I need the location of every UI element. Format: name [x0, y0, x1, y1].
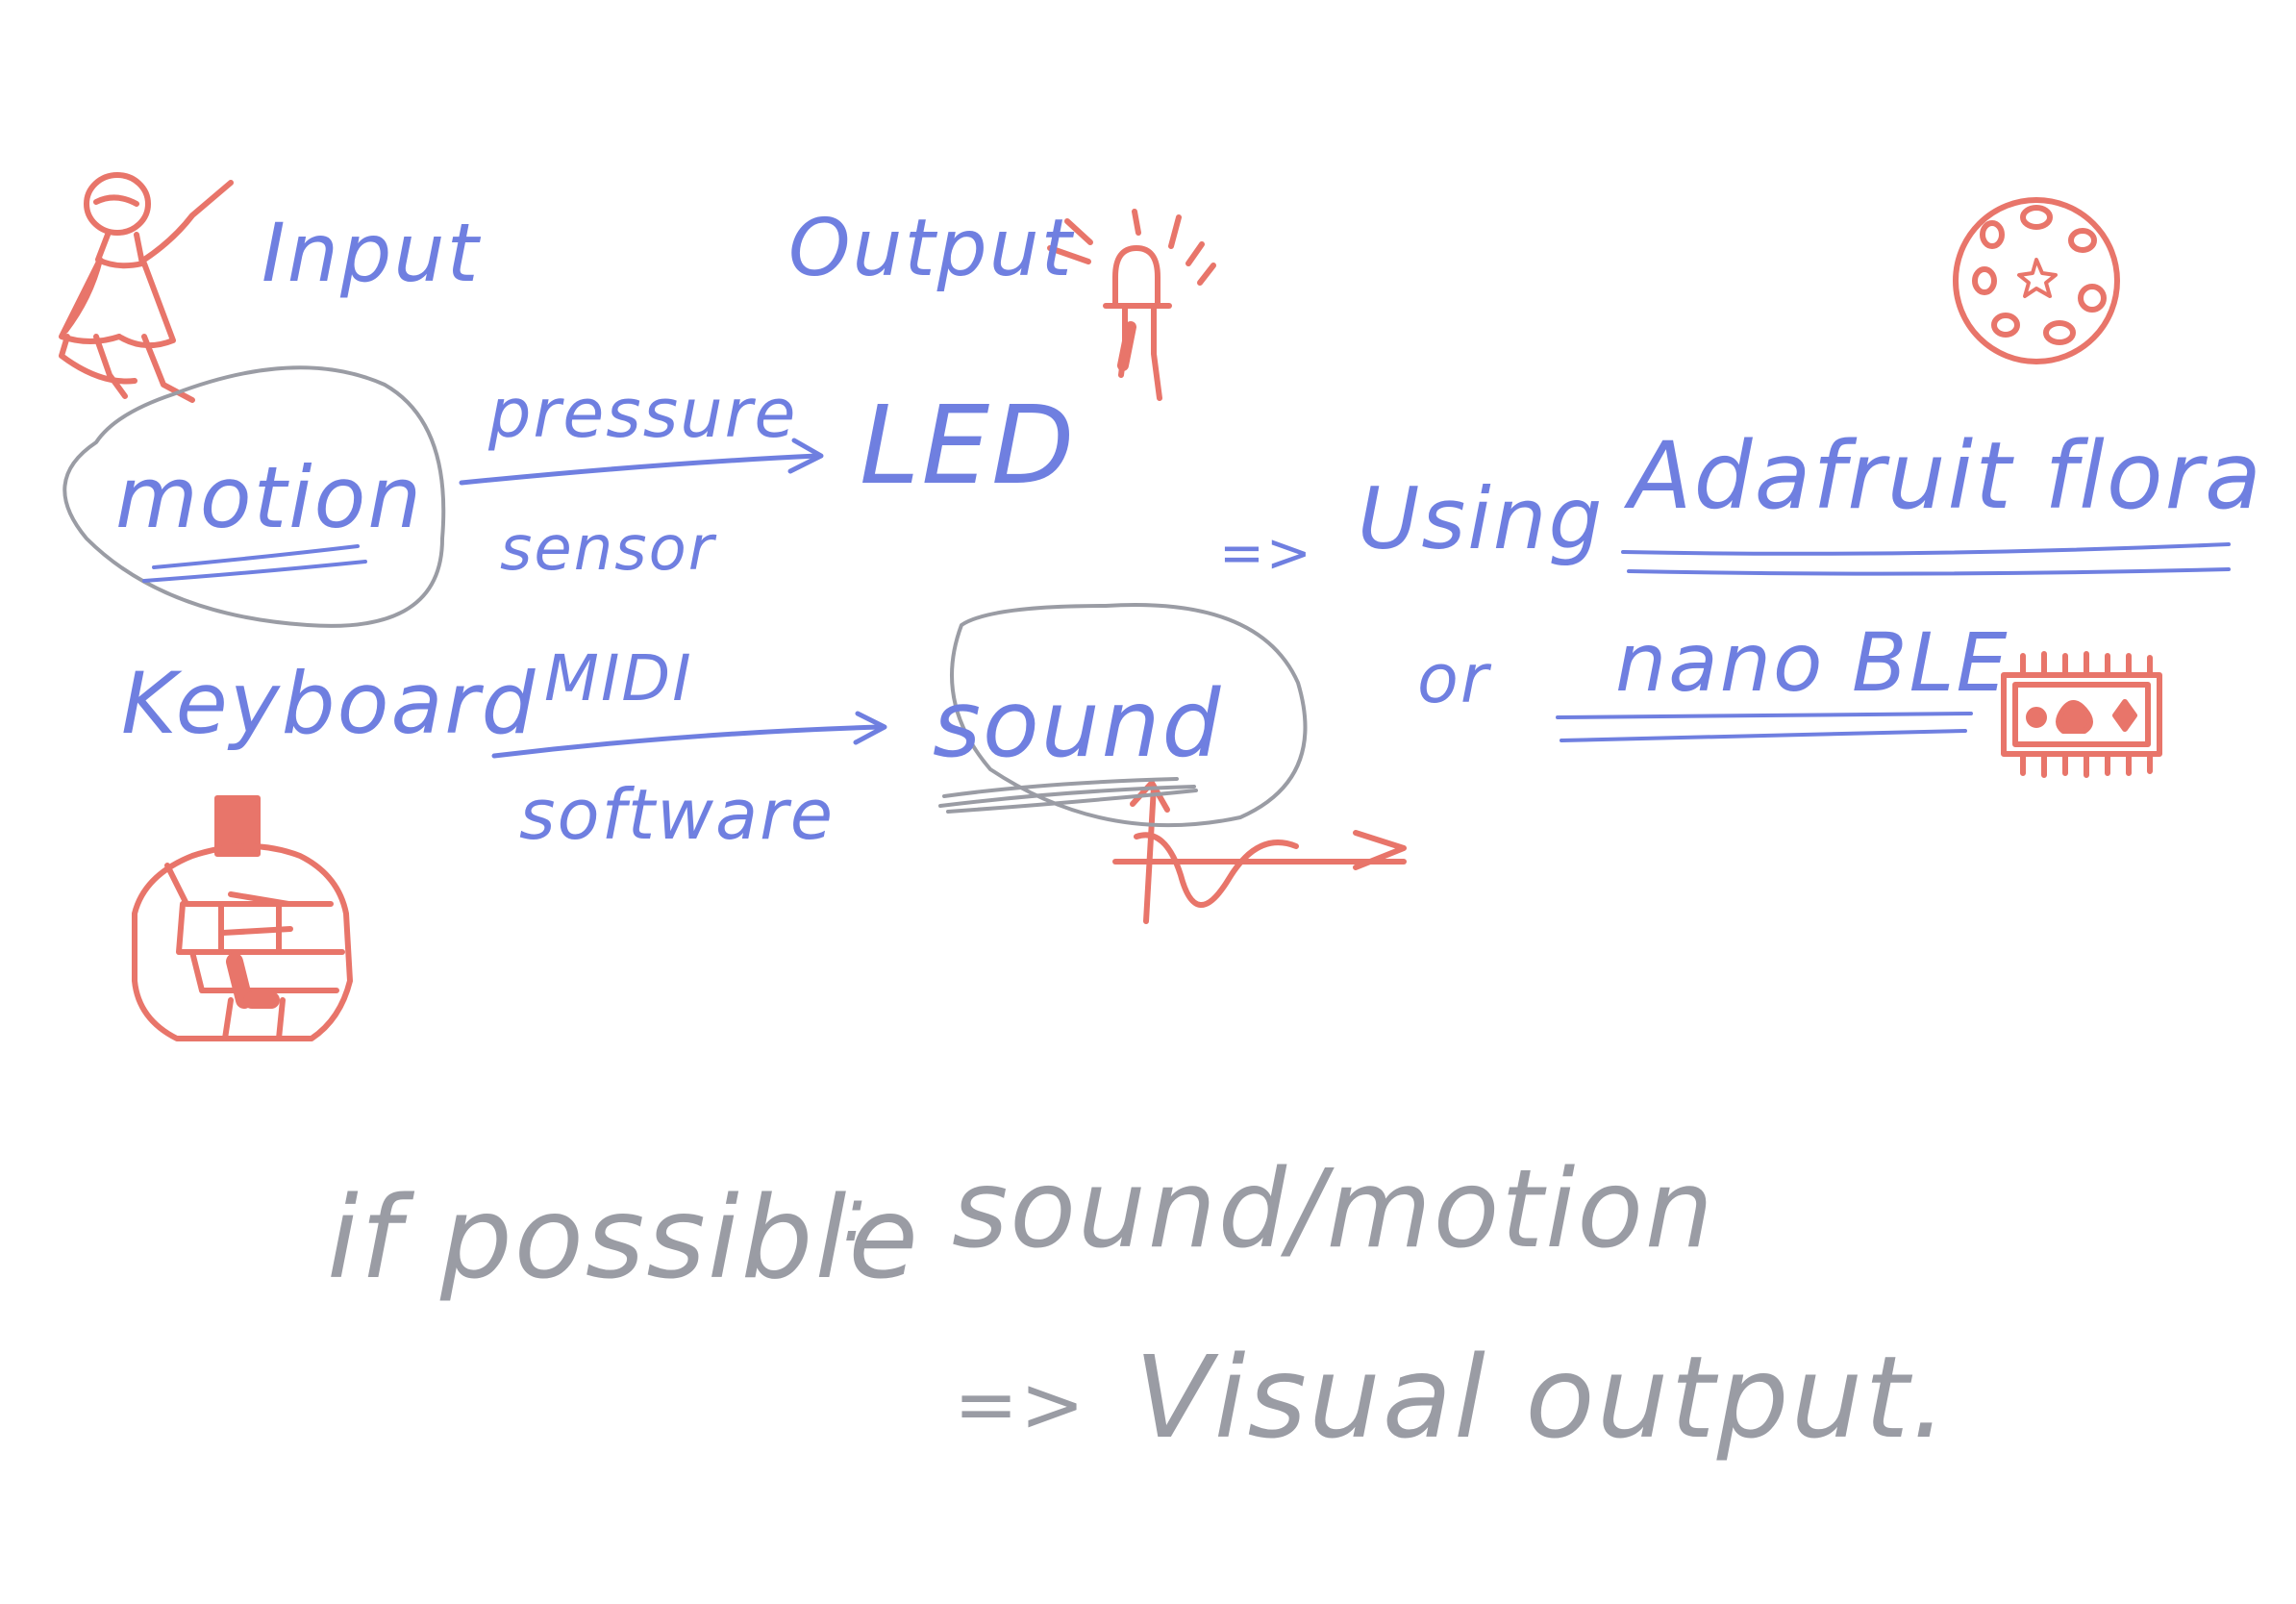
- pressure-label: pressure: [487, 374, 797, 453]
- software-label: software: [519, 774, 835, 855]
- or-label: or: [1417, 639, 1492, 718]
- input-label: Input: [262, 206, 482, 300]
- flora-board-icon: [1953, 197, 2120, 364]
- keyboard-key-icon: [132, 795, 353, 1041]
- visual-arrow: =>: [954, 1360, 1086, 1449]
- keyboard-label: Keyboard: [121, 654, 537, 753]
- sound-motion-label: sound/motion: [952, 1147, 1715, 1272]
- if-possible-label: if possible: [327, 1171, 920, 1304]
- using-arrow: =>: [1219, 522, 1313, 585]
- sound-wave-icon: [1112, 780, 1407, 924]
- nano-underline: [1556, 712, 1973, 742]
- sound-ellipse: [950, 603, 1308, 828]
- sensor-label: sensor: [500, 514, 717, 585]
- motion-underline: [142, 544, 367, 583]
- sound-label: sound: [933, 670, 1222, 778]
- nano-ble-label: nano BLE: [1615, 615, 2009, 710]
- led-label: LED: [860, 384, 1076, 509]
- colon-mark: :: [842, 1169, 870, 1259]
- midi-label: MIDI: [544, 641, 693, 715]
- using-label: Using: [1358, 469, 1604, 568]
- output-label: Output: [788, 203, 1075, 294]
- adafruit-flora-label: Adafruit flora: [1623, 422, 2263, 530]
- pressure-arrow: [459, 438, 824, 486]
- sound-underline: [938, 777, 1198, 814]
- motion-ellipse: [62, 365, 446, 628]
- visual-output-label: Visual output.: [1135, 1331, 1949, 1464]
- motion-label: motion: [115, 448, 423, 547]
- midi-arrow: [491, 711, 887, 759]
- led-bulb-icon: [1047, 209, 1216, 401]
- nano-chip-icon: [2001, 651, 2162, 778]
- person-icon: [59, 172, 234, 403]
- flora-underline: [1621, 542, 2231, 576]
